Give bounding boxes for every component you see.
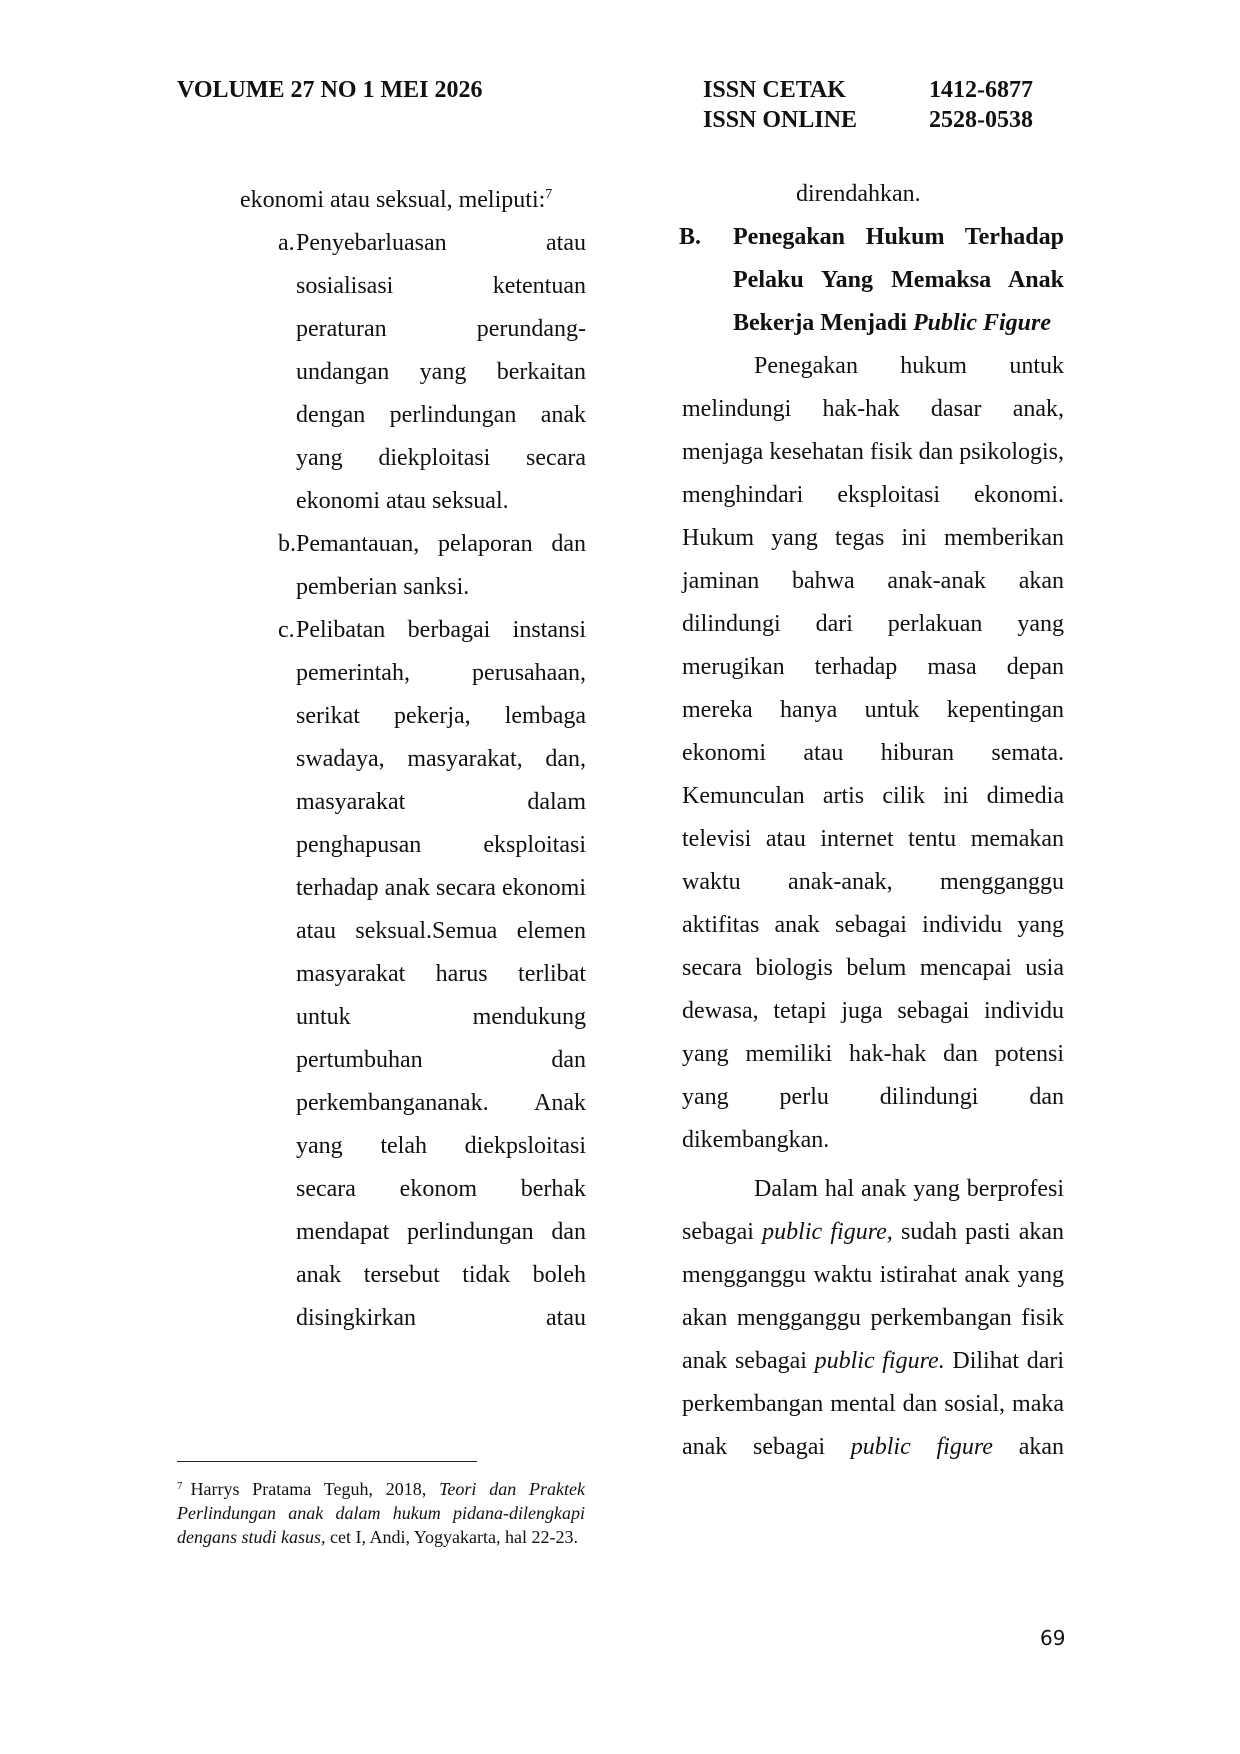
measures-list: a. Penyebarluasan atau sosialisasi keten… — [240, 222, 586, 1340]
section-marker: B. — [679, 224, 702, 250]
volume-header: VOLUME 27 NO 1 MEI 2026 — [177, 77, 483, 103]
footnote-title: Teori dan Praktek Perlindungan anak dala… — [177, 1479, 586, 1547]
left-intro: ekonomi atau seksual, meliputi:7 — [240, 187, 553, 213]
footnote-divider — [177, 1461, 477, 1462]
paragraph: Dalam hal anak yang berprofesi sebagai p… — [682, 1176, 1065, 1460]
list-item: a. Penyebarluasan atau sosialisasi keten… — [240, 222, 586, 523]
list-item-text: Penyebarluasan atau sosialisasi ketentua… — [296, 230, 586, 514]
page-number: 69 — [1040, 1626, 1066, 1650]
footnote-author: Harrys Pratama Teguh, 2018, — [190, 1479, 427, 1499]
list-marker: b. — [278, 531, 296, 557]
section-title: Penegakan Hukum Terhadap Pelaku Yang Mem… — [733, 224, 1064, 336]
issn-online-label: ISSN ONLINE — [703, 107, 858, 133]
list-item: b. Pemantauan, pelaporan dan pemberian s… — [240, 523, 586, 609]
list-item: c. Pelibatan berbagai instansi pemerinta… — [240, 609, 586, 1340]
continued-text: direndahkan. — [796, 181, 921, 207]
issn-print-value: 1412-6877 — [929, 77, 1033, 103]
paragraph: Penegakan hukum untuk melindungi hak-hak… — [682, 353, 1064, 1153]
list-item-text: Pemantauan, pelaporan dan pemberian sank… — [296, 531, 586, 600]
list-marker: c. — [278, 617, 295, 643]
left-column: ekonomi atau seksual, meliputi:7 a. Peny… — [240, 173, 586, 1340]
issn-print-label: ISSN CETAK — [703, 77, 846, 103]
issn-print-row: ISSN CETAK 1412-6877 — [703, 75, 1033, 105]
issn-online-row: ISSN ONLINE 2528-0538 — [703, 105, 1033, 135]
section-heading: B. Penegakan Hukum Terhadap Pelaku Yang … — [679, 216, 1064, 345]
footnote-ref[interactable]: 7 — [545, 187, 553, 202]
issn-header: ISSN CETAK 1412-6877 ISSN ONLINE 2528-05… — [703, 75, 1033, 135]
issn-online-value: 2528-0538 — [929, 107, 1033, 133]
footnote-number: 7 — [177, 1480, 183, 1492]
footnote-rest: cet I, Andi, Yogyakarta, hal 22-23. — [330, 1527, 578, 1547]
right-column: direndahkan. B. Penegakan Hukum Terhadap… — [679, 173, 1065, 1469]
footnote: 7 Harrys Pratama Teguh, 2018, Teori dan P… — [177, 1474, 585, 1549]
list-item-text: Pelibatan berbagai instansi pemerintah, … — [296, 617, 586, 1331]
list-marker: a. — [278, 230, 295, 256]
